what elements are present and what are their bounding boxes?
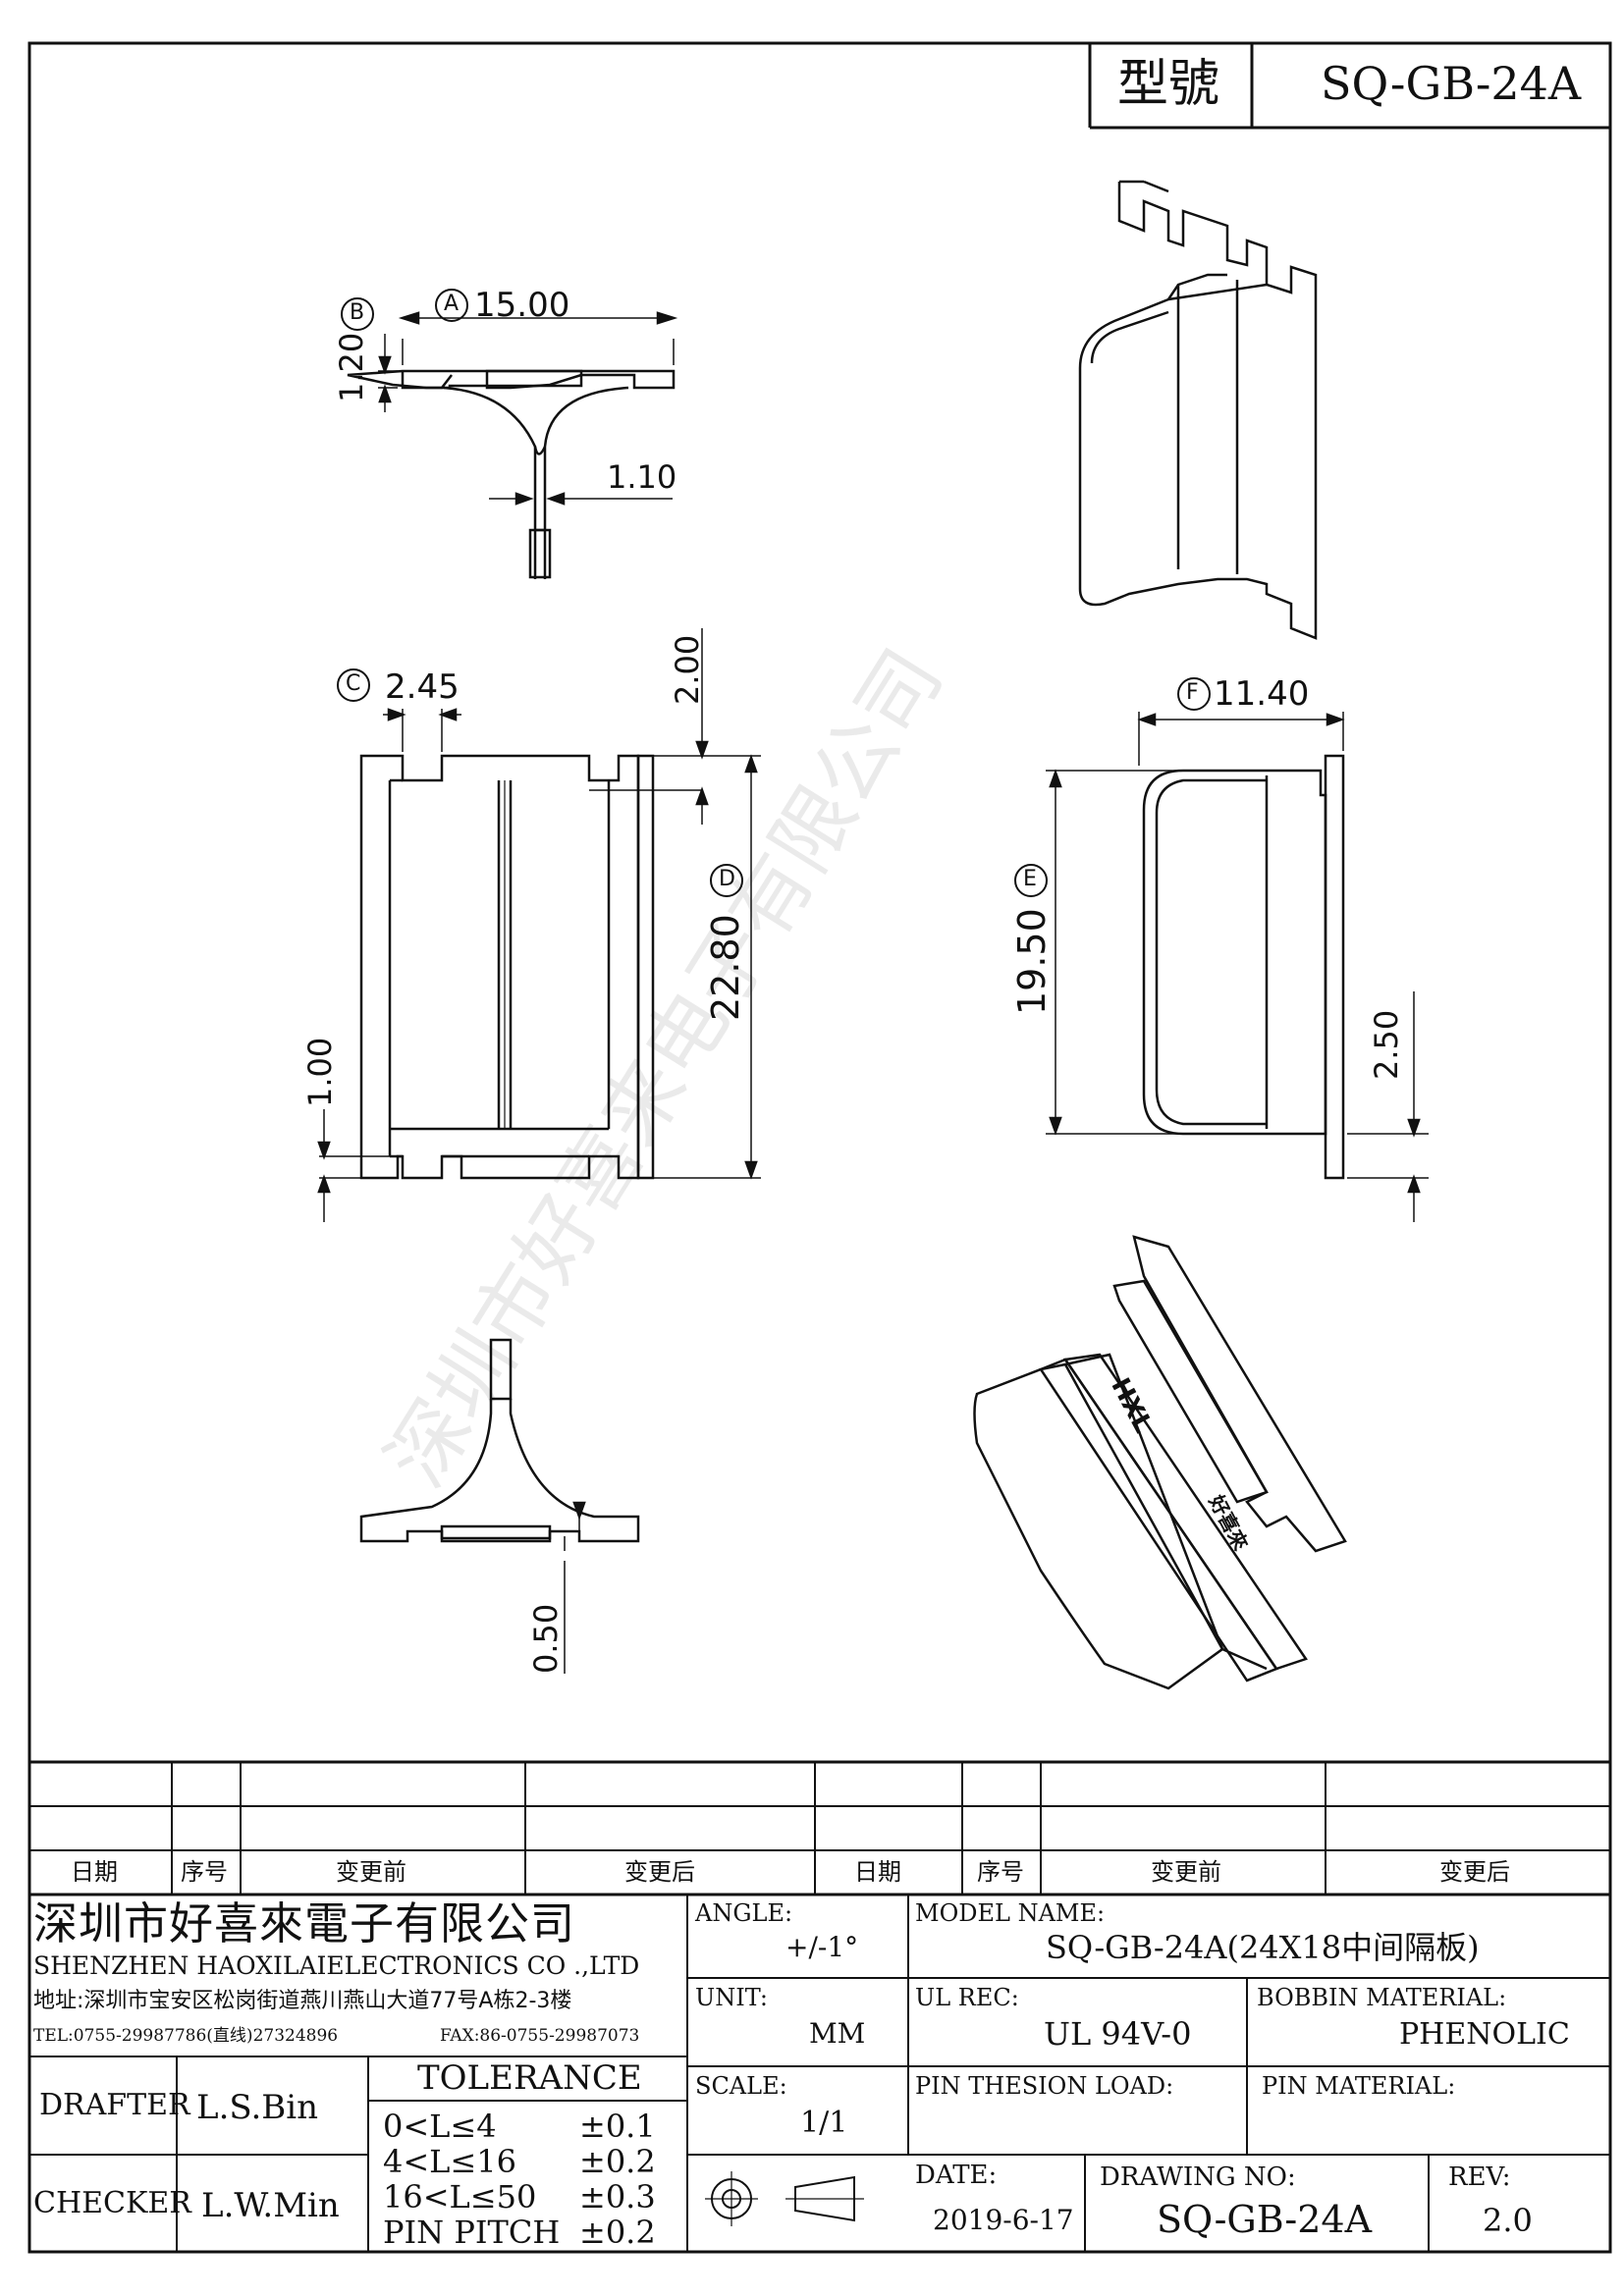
model-header-box	[1088, 43, 1610, 130]
view-side	[1046, 712, 1429, 1222]
model-name-label: MODEL NAME:	[915, 1899, 1106, 1927]
watermark: 深圳市好喜来电子有限公司	[369, 634, 960, 1503]
model-label: 型號	[1117, 55, 1220, 114]
model-name-value: SQ-GB-24A(24X18中间隔板)	[1046, 1929, 1480, 1966]
view-top	[347, 311, 678, 579]
model-value: SQ-GB-24A	[1321, 57, 1582, 110]
dim-marker-d: D	[719, 867, 735, 891]
view-front	[317, 628, 761, 1222]
unit-label: UNIT:	[695, 1984, 768, 2011]
pin-load-label: PIN THESION LOAD:	[915, 2072, 1174, 2100]
rev-col-seq-1: 序号	[181, 1858, 228, 1886]
title-block-grid	[29, 1760, 1610, 2252]
view-iso-top	[1078, 180, 1318, 640]
unit-value: MM	[809, 2017, 866, 2050]
angle-label: ANGLE:	[695, 1899, 793, 1927]
tolerance-value-4: ±0.2	[579, 2214, 656, 2251]
rev-col-before-2: 变更前	[1151, 1858, 1221, 1886]
dim-f-value: 11.40	[1214, 674, 1310, 714]
view-top-markers	[341, 289, 468, 331]
view-side-markers	[1014, 677, 1211, 897]
date-value: 2019-6-17	[933, 2204, 1074, 2236]
rev-col-after-1: 变更后	[624, 1858, 695, 1886]
rev-col-before-1: 变更前	[336, 1858, 406, 1886]
company-address: 地址:深圳市宝安区松岗街道燕川燕山大道77号A栋2-3楼	[33, 1989, 572, 2013]
angle-value: +/-1°	[785, 1931, 859, 1963]
dim-marker-a: A	[444, 292, 460, 316]
dim-marker-c: C	[346, 671, 361, 696]
projection-symbol	[705, 2171, 864, 2226]
tolerance-value-2: ±0.2	[579, 2143, 656, 2180]
pin-material-label: PIN MATERIAL:	[1262, 2072, 1456, 2100]
date-label: DATE:	[915, 2161, 998, 2190]
tolerance-title: TOLERANCE	[417, 2058, 642, 2098]
checker-name: L.W.Min	[201, 2186, 340, 2225]
view-front-markers	[337, 668, 743, 897]
checker-label: CHECKER	[33, 2186, 191, 2220]
bobbin-material-label: BOBBIN MATERIAL:	[1257, 1984, 1507, 2011]
rev-label: REV:	[1448, 2163, 1511, 2192]
dim-e-value: 19.50	[1010, 908, 1054, 1015]
tolerance-range-3: 16<L≤50	[383, 2178, 537, 2216]
drawing-no-value: SQ-GB-24A	[1157, 2198, 1373, 2241]
tolerance-range-4: PIN PITCH	[383, 2214, 561, 2251]
scale-label: SCALE:	[695, 2072, 787, 2100]
dim-marker-f: F	[1186, 680, 1199, 705]
drafter-name: L.S.Bin	[196, 2088, 319, 2127]
dim-side-gap-value: 2.50	[1368, 1009, 1405, 1080]
ul-value: UL 94V-0	[1044, 2015, 1192, 2053]
dim-c-value: 2.45	[385, 667, 460, 707]
dim-marker-e: E	[1023, 867, 1037, 891]
tolerance-value-1: ±0.1	[579, 2108, 656, 2145]
dim-a-value: 15.00	[474, 286, 570, 325]
dim-bottom-gap-value: 1.00	[301, 1037, 339, 1107]
dim-marker-b: B	[350, 300, 365, 325]
company-tel: TEL:0755-29987786(直线)27324896	[33, 2026, 339, 2046]
ul-label: UL REC:	[915, 1984, 1019, 2011]
dim-b-value: 1.20	[333, 332, 370, 402]
drawing-no-label: DRAWING NO:	[1100, 2163, 1296, 2192]
sheet-border	[27, 41, 1612, 2254]
rev-col-date-1: 日期	[71, 1858, 118, 1886]
tolerance-value-3: ±0.3	[579, 2178, 656, 2216]
drafter-label: DRAFTER	[39, 2088, 190, 2122]
tolerance-range-2: 4<L≤16	[383, 2143, 516, 2180]
dim-t2-value: 0.50	[527, 1603, 565, 1674]
dim-t1-value: 1.10	[607, 458, 677, 496]
scale-value: 1/1	[800, 2106, 848, 2140]
company-name-cn: 深圳市好喜來電子有限公司	[33, 1897, 576, 1949]
company-name-en: SHENZHEN HAOXILAIELECTRONICS CO .,LTD	[33, 1951, 640, 1980]
view-bottom	[359, 1338, 640, 1674]
rev-col-seq-2: 序号	[977, 1858, 1024, 1886]
bobbin-material-value: PHENOLIC	[1399, 2017, 1570, 2052]
dim-top-gap-value: 2.00	[669, 634, 706, 705]
dim-d-value: 22.80	[704, 914, 747, 1021]
company-fax: FAX:86-0755-29987073	[440, 2026, 640, 2046]
view-iso-bottom	[973, 1235, 1347, 1690]
rev-col-after-2: 变更后	[1439, 1858, 1510, 1886]
tolerance-range-1: 0<L≤4	[383, 2108, 497, 2145]
rev-col-date-2: 日期	[854, 1858, 901, 1886]
rev-value: 2.0	[1483, 2202, 1533, 2239]
